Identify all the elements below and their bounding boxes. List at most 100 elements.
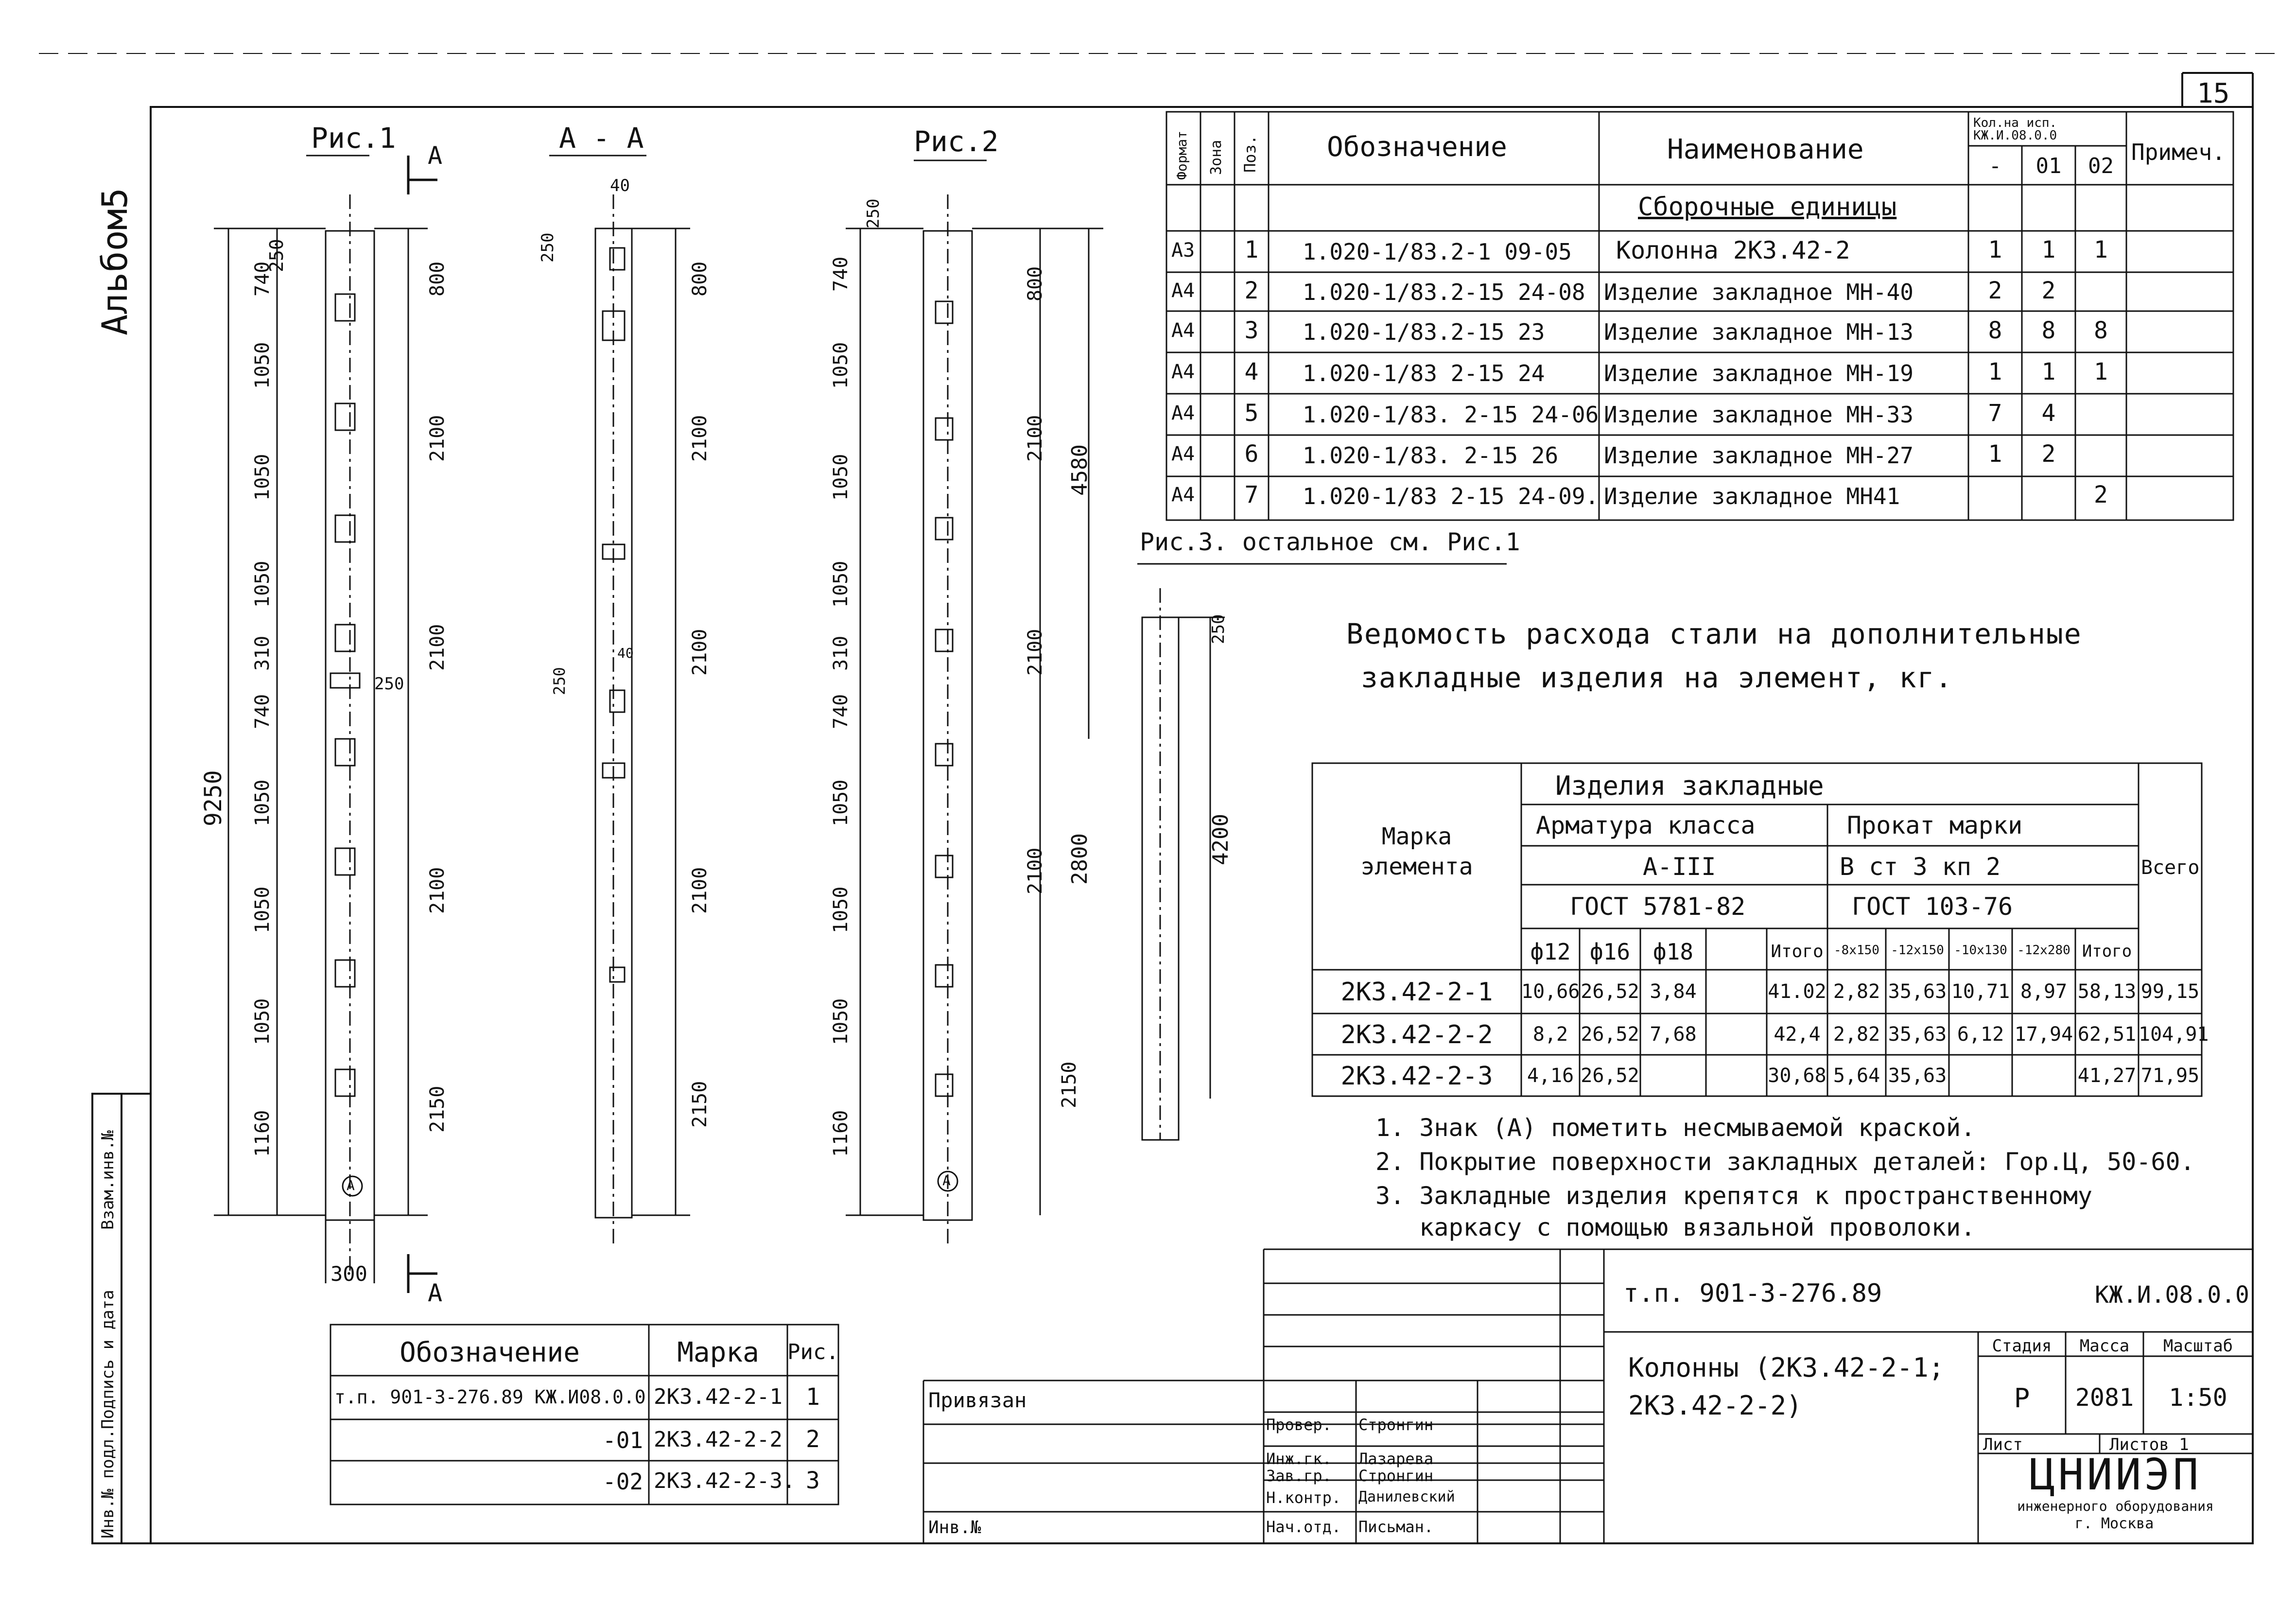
spec-cell-name: Изделие закладное МН-19	[1604, 360, 1913, 386]
spec-cell-q1: 1	[2041, 236, 2056, 263]
steel-cell: 6,12	[1957, 1023, 2004, 1046]
steel-cell: 30,68	[1768, 1065, 1826, 1087]
aa-dim: 2100	[689, 867, 711, 914]
fig2-dim: 1050	[830, 779, 852, 826]
spec-table-lines	[1165, 111, 2234, 521]
spec-cell-q1: 1	[2041, 358, 2056, 385]
fig2-right-dim: 2100	[1024, 415, 1046, 462]
spec-cell-format: А4	[1171, 280, 1195, 302]
spec-cell-name: Изделие закладное МН-40	[1604, 279, 1913, 305]
fig1-overall-dim: 9250	[200, 770, 227, 826]
fig2-right-dim: 2150	[1058, 1061, 1080, 1108]
fig1-dim: 1050	[251, 454, 274, 501]
marks-cell-fig: 3	[806, 1467, 820, 1494]
spec-cell-designation: 1.020-1/83. 2-15 26	[1303, 442, 1559, 469]
title-stage: Р	[2014, 1383, 2030, 1414]
steel-cell: 35,63	[1888, 1065, 1947, 1087]
spec-cell-q0: 1	[1988, 358, 2002, 385]
fig1-dim: 1050	[251, 342, 274, 389]
title-code: КЖ.И.08.0.0	[2095, 1281, 2249, 1309]
steel-header-rolled-gost: ГОСТ 103-76	[1852, 892, 2013, 921]
steel-cell: 17,94	[2014, 1023, 2073, 1046]
spec-cell-designation: 1.020-1/83.2-1 09-05	[1303, 239, 1572, 265]
steel-cell: 26,52	[1581, 1023, 1639, 1046]
steel-cell-total: 71,95	[2140, 1065, 2200, 1087]
fig2-dim: 1050	[830, 886, 852, 933]
fig1-dim: 740	[251, 694, 274, 729]
fig1-right-dim: 2150	[426, 1085, 449, 1133]
marks-cell-mark: 2К3.42-2-1	[654, 1384, 783, 1409]
steel-header-total: Всего	[2141, 856, 2200, 879]
fig2-dim: 1050	[830, 454, 852, 501]
steel-sub: ф16	[1589, 939, 1631, 965]
spec-cell-q1: 2	[2041, 440, 2056, 468]
steel-header-items: Изделия закладные	[1555, 770, 1824, 801]
embedded-items-fig2	[935, 300, 958, 1192]
fig1-dim: 1050	[251, 998, 274, 1045]
aa-dim: 2150	[689, 1081, 711, 1128]
steel-sub: ф18	[1652, 939, 1694, 965]
steel-cell: 4,16	[1527, 1065, 1574, 1087]
signer-name: Данилевский	[1358, 1488, 1455, 1505]
signer-name: Лазарева	[1358, 1450, 1434, 1468]
steel-cell: 41.02	[1768, 980, 1826, 1003]
title-sheets-label: Листов 1	[2109, 1435, 2189, 1454]
sheet-number: 15	[2197, 78, 2230, 109]
spec-qty-col: -	[1988, 154, 2002, 178]
marks-cell-fig: 1	[806, 1383, 820, 1411]
role-label: Н.контр.	[1266, 1488, 1341, 1507]
fig2-column	[922, 194, 973, 1244]
fig3-dim: 4200	[1208, 814, 1233, 865]
steel-sub: Итого	[1771, 942, 1824, 961]
steel-cell: 35,63	[1888, 1023, 1947, 1046]
spec-cell-format: А4	[1171, 402, 1195, 424]
spec-cell-pos: 7	[1244, 481, 1259, 508]
spec-cell-format: А3	[1171, 239, 1195, 262]
fig2-title: Рис.2	[914, 125, 999, 158]
spec-cell-designation: 1.020-1/83 2-15 24	[1303, 360, 1545, 386]
title-block-lines	[922, 1248, 2253, 1543]
title-scale-header: Масштаб	[2163, 1336, 2233, 1356]
spec-cell-q0: 8	[1988, 317, 2002, 344]
fig2-dim: 310	[830, 635, 852, 671]
fig1-dim: 310	[251, 635, 274, 671]
marks-cell-designation: т.п. 901-3-276.89 КЖ.И08.0.0	[334, 1386, 646, 1408]
aa-dim: 250	[550, 667, 569, 695]
spec-cell-format: А4	[1171, 443, 1195, 465]
album-label: Альбом5	[94, 188, 135, 335]
fig1-right-dim: 250	[266, 239, 287, 272]
steel-cell: 10,71	[1951, 980, 2010, 1003]
section-letter-top: А	[428, 141, 443, 170]
spec-cell-designation: 1.020-1/83. 2-15 24-06	[1303, 402, 1599, 428]
marker-fig1	[342, 1175, 363, 1197]
fig1-right-dim: 800	[426, 261, 449, 297]
note-line: каркасу с помощью вязальной проволоки.	[1375, 1213, 1976, 1241]
fig2-dim: 1050	[830, 560, 852, 608]
spec-section-title: Сборочные единицы	[1638, 192, 1897, 222]
steel-header-mark: Марка элемента	[1360, 823, 1473, 881]
fig2-dim: 1050	[830, 998, 852, 1045]
steel-cell: 26,52	[1581, 980, 1639, 1003]
note-line: 2. Покрытие поверхности закладных детале…	[1375, 1148, 2195, 1176]
steel-header-rebar-class: А-III	[1643, 853, 1716, 881]
aa-dim: 800	[689, 261, 711, 297]
fig1-marker-label: A	[347, 1177, 355, 1193]
aa-dim: 40	[610, 176, 630, 195]
steel-cell-total: 99,15	[2140, 980, 2200, 1003]
spec-cell-q0: 1	[1988, 236, 2002, 263]
aa-dim: 2100	[689, 629, 711, 676]
title-tied: Привязан	[928, 1388, 1027, 1412]
note-line: 1. Знак (А) пометить несмываемой краской…	[1375, 1114, 1976, 1142]
role-label: Инж.гк.	[1266, 1450, 1332, 1468]
fig1-dim: 1050	[251, 560, 274, 608]
fig3-column	[1141, 588, 1180, 1141]
margin-label-sign: Подпись и дата	[98, 1290, 118, 1429]
spec-cell-q2: 1	[2094, 358, 2108, 385]
margin-label-inv: Инв.№ подл.	[98, 1429, 118, 1538]
spec-cell-q0: 2	[1988, 277, 2002, 304]
steel-cell: 3,84	[1650, 980, 1697, 1003]
title-scale: 1:50	[2169, 1383, 2227, 1412]
fig1-dim: 1160	[251, 1110, 274, 1157]
fig1-title: Рис.1	[311, 122, 396, 155]
margin-label-replace: Взам.инв.№	[98, 1130, 118, 1230]
